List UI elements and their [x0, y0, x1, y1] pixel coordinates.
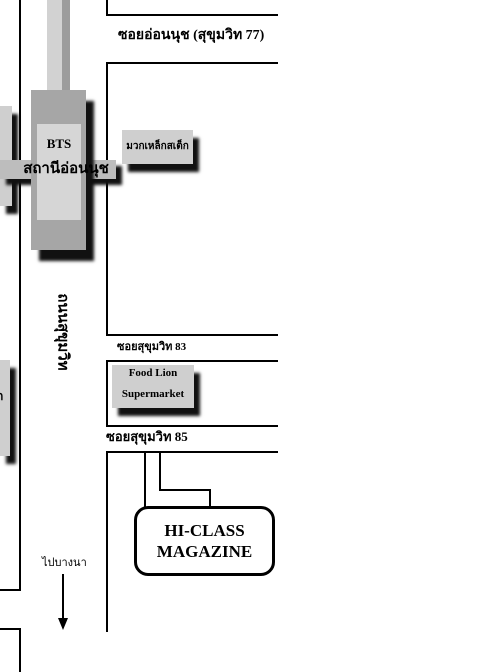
block-outline — [106, 425, 278, 427]
destination-name-line-2: MAGAZINE — [156, 542, 253, 561]
cutoff-building-label: ก — [0, 390, 3, 402]
road-edge-line — [19, 0, 21, 591]
access-lane-line — [159, 451, 161, 491]
road-edge-line — [0, 628, 21, 630]
cutoff-building — [0, 106, 12, 206]
block-outline — [106, 451, 278, 453]
street-label-soi-85: ซอยสุขุมวิท 85 — [106, 429, 188, 444]
landmark-steak-shop: มวกเหล็กสเต็ก — [122, 130, 193, 164]
bts-label: BTS — [46, 136, 72, 151]
landmark-food-lion: Food Lion Supermarket — [112, 365, 194, 408]
bts-station-platform — [37, 124, 81, 220]
down-arrow-icon — [62, 574, 64, 624]
landmark-food-lion-name: Food Lion — [128, 367, 178, 379]
down-arrow-icon — [58, 618, 68, 630]
block-outline — [106, 14, 278, 16]
landmark-food-lion-type: Supermarket — [121, 388, 185, 400]
access-lane-line — [144, 451, 146, 507]
road-edge-line — [19, 628, 21, 672]
landmark-steak-shop-label: มวกเหล็กสเต็ก — [126, 141, 189, 152]
road-edge-line — [0, 589, 21, 591]
street-label-sukhumvit-road: ถนนสุขุมวิท — [54, 293, 71, 371]
destination-hi-class-magazine: HI-CLASS MAGAZINE — [134, 506, 275, 576]
access-lane-line — [209, 489, 211, 507]
block-outline — [106, 0, 108, 16]
block-outline — [106, 451, 108, 632]
block-outline — [106, 62, 278, 64]
block-outline — [106, 62, 108, 336]
bts-track — [47, 0, 70, 92]
direction-label: ไปบางนา — [42, 557, 87, 569]
block-outline — [106, 360, 278, 362]
block-outline — [106, 334, 278, 336]
access-lane-line — [159, 489, 211, 491]
cutoff-building: ก — [0, 360, 10, 456]
block-outline — [106, 360, 108, 427]
street-label-soi-on-nut: ซอยอ่อนนุช (สุขุมวิท 77) — [118, 28, 265, 43]
station-name: สถานีอ่อนนุช — [23, 161, 109, 177]
destination-name-line-1: HI-CLASS — [164, 521, 245, 540]
street-label-soi-83: ซอยสุขุมวิท 83 — [117, 341, 187, 353]
